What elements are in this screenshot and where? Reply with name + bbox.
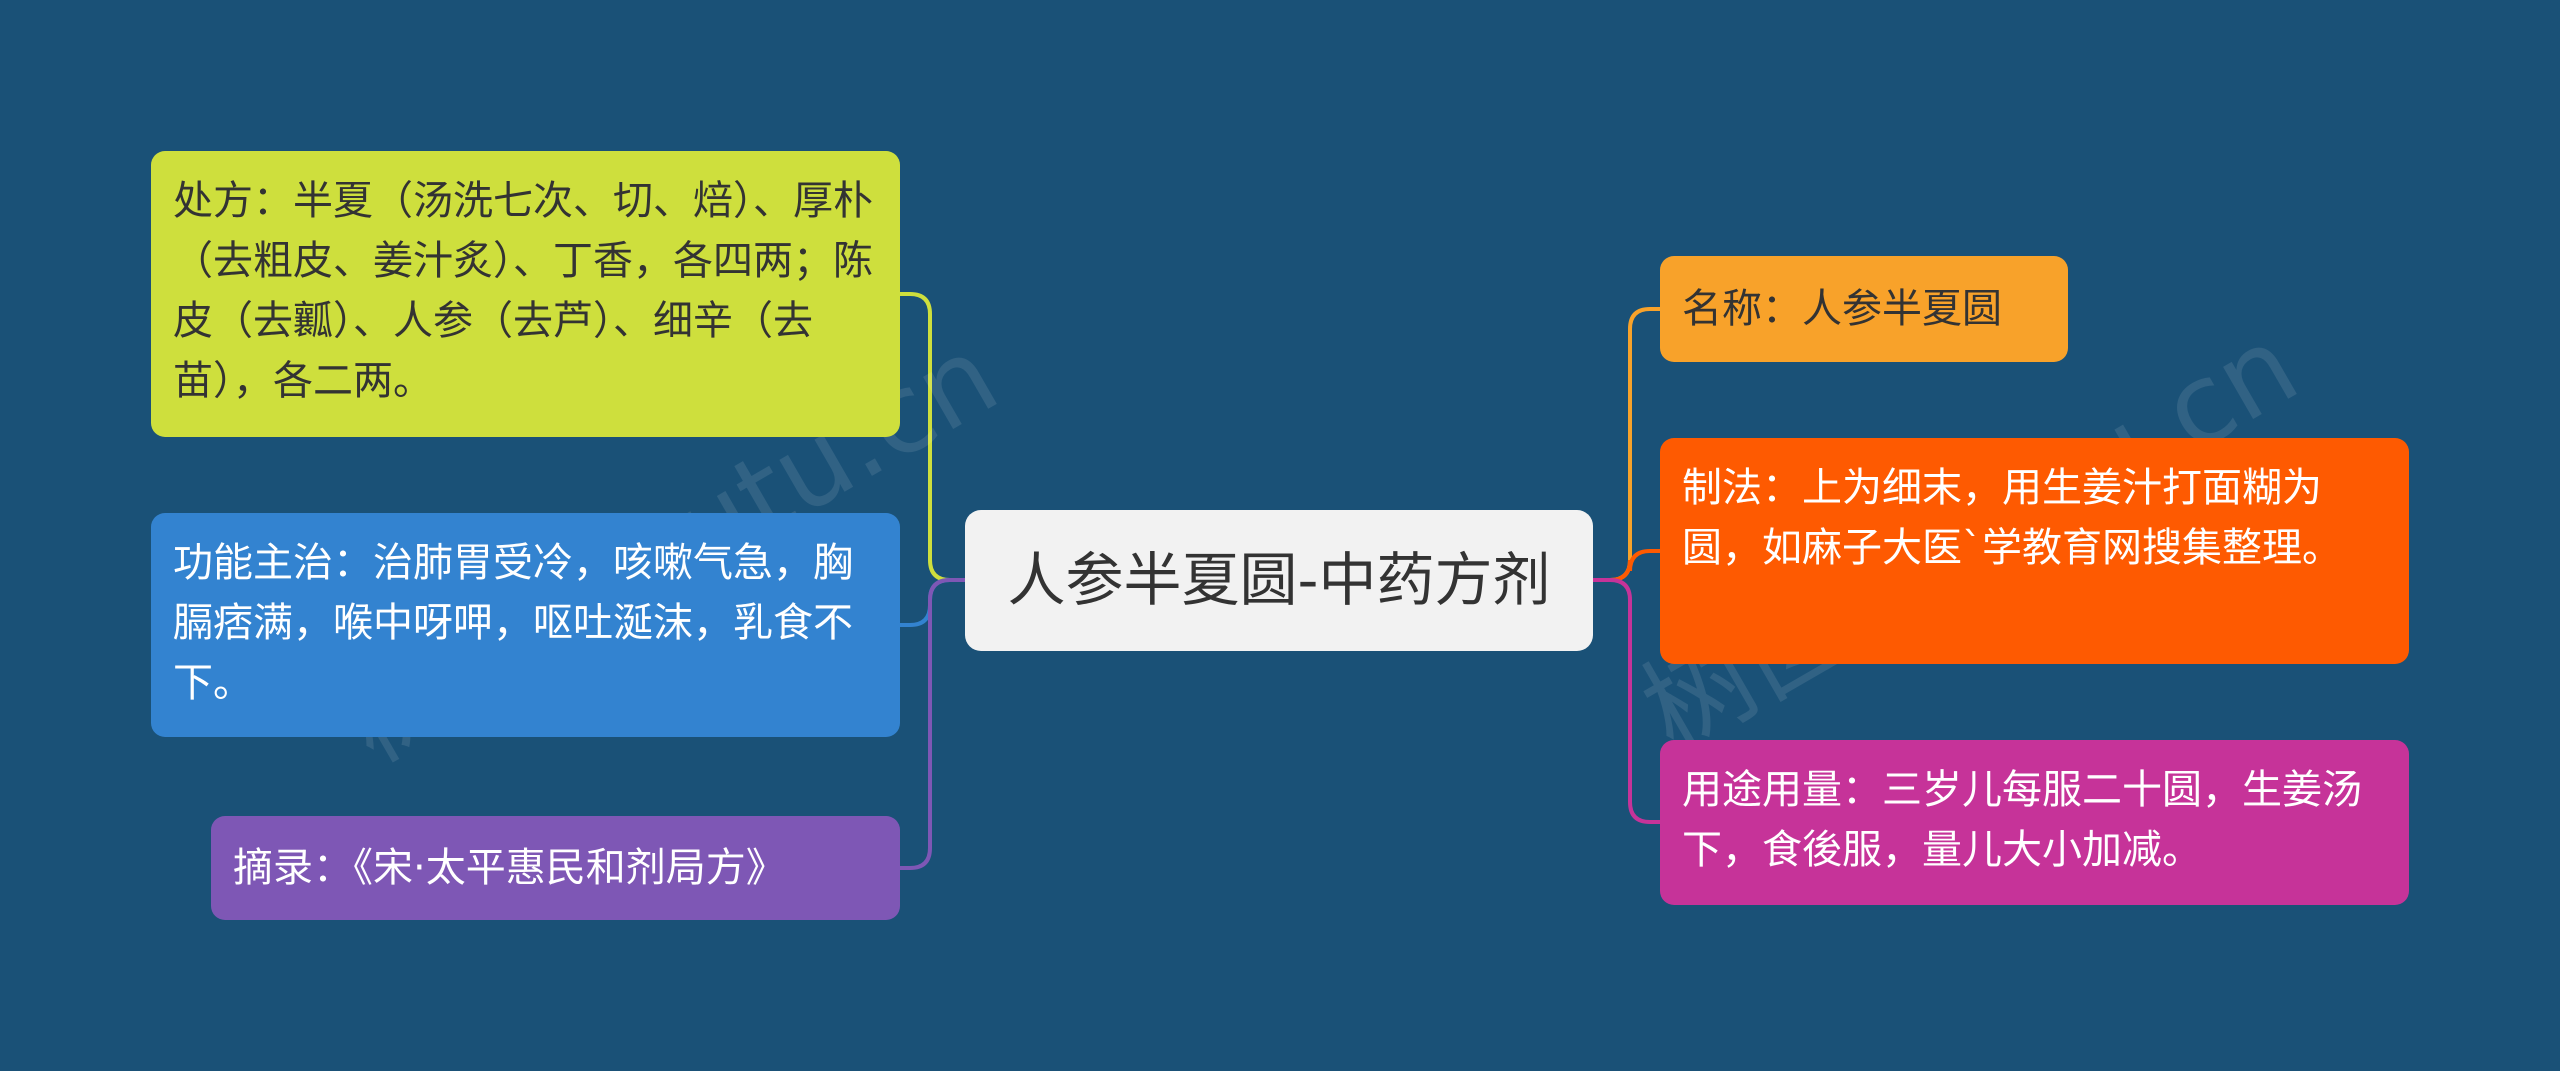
topic-usage[interactable]: 用途用量：三岁儿每服二十圆，生姜汤下，食後服，量儿大小加减。	[1660, 740, 2409, 905]
connector-source	[898, 578, 967, 870]
connector-method	[1591, 549, 1662, 582]
topic-name[interactable]: 名称：人参半夏圆	[1660, 256, 2068, 362]
connector-usage	[1591, 578, 1662, 824]
topic-function[interactable]: 功能主治：治肺胃受冷，咳嗽气急，胸膈痞满，喉中呀呷，呕吐涎沫，乳食不下。	[151, 513, 900, 737]
connector-recipe	[898, 292, 967, 582]
connector-name	[1591, 307, 1662, 582]
topic-method[interactable]: 制法：上为细末，用生姜汁打面糊为圆，如麻子大医`学教育网搜集整理。	[1660, 438, 2409, 664]
central-topic[interactable]: 人参半夏圆-中药方剂	[965, 510, 1593, 651]
topic-source[interactable]: 摘录：《宋·太平惠民和剂局方》	[211, 816, 900, 920]
topic-recipe[interactable]: 处方：半夏（汤洗七次、切、焙）、厚朴（去粗皮、姜汁炙）、丁香，各四两；陈皮（去瓤…	[151, 151, 900, 437]
